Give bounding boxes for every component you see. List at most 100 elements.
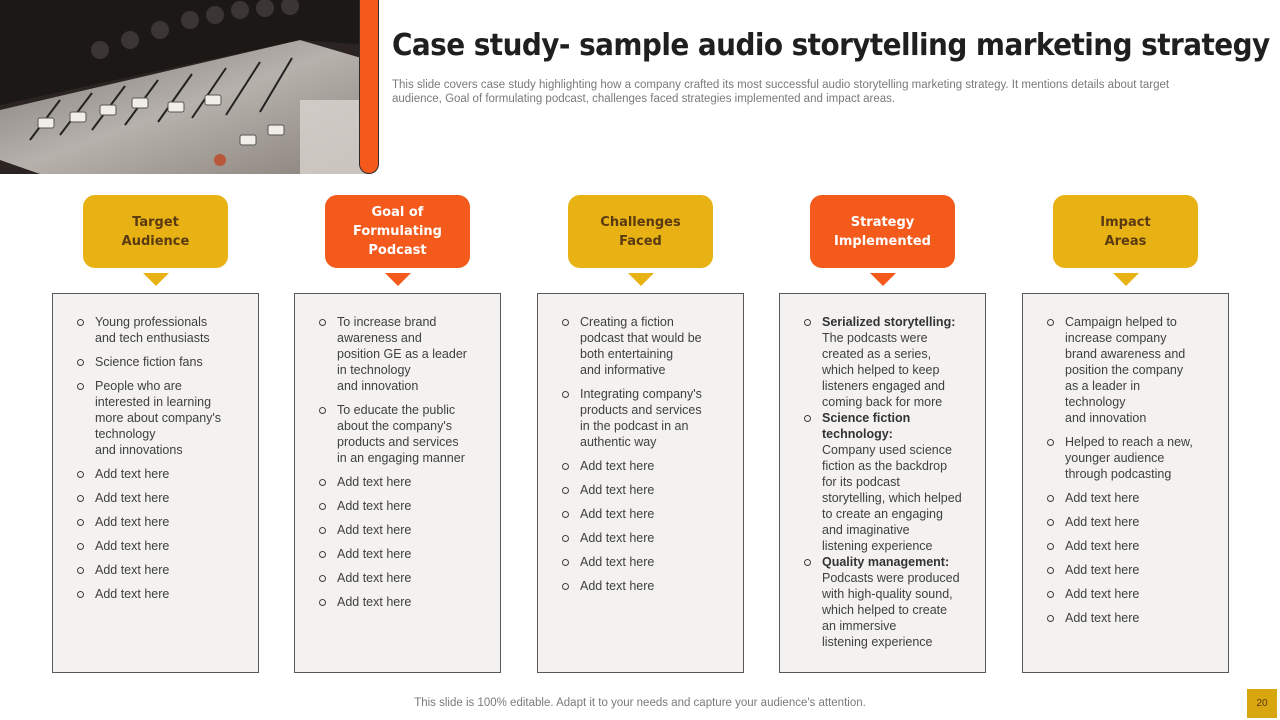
list-item: Add text here <box>77 562 244 578</box>
list-item: To increase brand awareness and position… <box>319 314 486 394</box>
slide-title: Case study- sample audio storytelling ma… <box>392 28 1270 63</box>
list-item-text: People who are interested in learning mo… <box>95 379 222 457</box>
page-number: 20 <box>1247 689 1277 718</box>
list-item-text: Add text here <box>95 515 170 529</box>
list-item-text: Science fiction fans <box>95 355 203 369</box>
list-item: Add text here <box>562 506 729 522</box>
list-item: Add text here <box>77 538 244 554</box>
list-item-text: Add text here <box>1065 563 1140 577</box>
list-item: Add text here <box>319 570 486 586</box>
list-item: Add text here <box>77 586 244 602</box>
list-item: Add text here <box>77 466 244 482</box>
list-item: Add text here <box>562 578 729 594</box>
list-item: Science fiction technology: Company used… <box>804 410 971 554</box>
content-box: Creating a fiction podcast that would be… <box>537 293 744 673</box>
header-pointer-icon <box>627 273 654 286</box>
accent-bar <box>359 0 379 174</box>
list-item: Add text here <box>1047 610 1214 626</box>
list-item: To educate the public about the company'… <box>319 402 486 466</box>
list-item: Serialized storytelling: The podcasts we… <box>804 314 971 410</box>
list-item-text: Campaign helped to increase company bran… <box>1065 315 1186 425</box>
list-item-text: Add text here <box>580 531 655 545</box>
header-pointer-icon <box>869 273 896 286</box>
content-box: Young professionals and tech enthusiasts… <box>52 293 259 673</box>
list-item-text: Add text here <box>95 491 170 505</box>
list-item-text: Add text here <box>580 579 655 593</box>
mixer-illustration <box>0 0 368 174</box>
slide-subtitle: This slide covers case study highlightin… <box>392 79 1170 105</box>
list-item: Add text here <box>1047 514 1214 530</box>
list-item: Add text here <box>1047 562 1214 578</box>
list-item: Creating a fiction podcast that would be… <box>562 314 729 378</box>
list-item-text: Add text here <box>95 539 170 553</box>
list-item-text: Creating a fiction podcast that would be… <box>580 315 702 377</box>
list-item-text: Add text here <box>580 555 655 569</box>
list-item-text: Add text here <box>580 459 655 473</box>
list-item-text: Add text here <box>95 563 170 577</box>
list-item-text: Add text here <box>580 507 655 521</box>
list-item: Add text here <box>319 594 486 610</box>
column-2: Goal of Formulating Podcast To increase b… <box>294 195 501 673</box>
list-item: Add text here <box>562 482 729 498</box>
header-pointer-icon <box>384 273 411 286</box>
list-item: Quality management: Podcasts were produc… <box>804 554 971 650</box>
list-item: Add text here <box>77 514 244 530</box>
list-item: Add text here <box>319 498 486 514</box>
list-item-text: Podcasts were produced with high-quality… <box>822 571 960 649</box>
list-item: Helped to reach a new, younger audience … <box>1047 434 1214 482</box>
list-item: Add text here <box>77 490 244 506</box>
column-header: Goal of Formulating Podcast <box>325 195 470 268</box>
list-item-text: Add text here <box>337 523 412 537</box>
column-header: Strategy Implemented <box>810 195 955 268</box>
list-item: Add text here <box>562 554 729 570</box>
list-item: Add text here <box>319 474 486 490</box>
list-item-text: Add text here <box>1065 539 1140 553</box>
list-item-text: Helped to reach a new, younger audience … <box>1065 435 1193 481</box>
list-item-label: Quality management: <box>822 555 950 569</box>
header-pointer-icon <box>1112 273 1139 286</box>
column-header: Impact Areas <box>1053 195 1198 268</box>
list-item-text: Add text here <box>337 571 412 585</box>
list-item-text: Young professionals and tech enthusiasts <box>95 315 210 345</box>
audio-mixer-photo <box>0 0 368 174</box>
content-box: To increase brand awareness and position… <box>294 293 501 673</box>
list-item-text: Company used science fiction as the back… <box>822 443 962 553</box>
list-item-text: Add text here <box>1065 611 1140 625</box>
list-item: People who are interested in learning mo… <box>77 378 244 458</box>
content-box: Serialized storytelling: The podcasts we… <box>779 293 986 673</box>
list-item-label: Science fiction technology: <box>822 411 911 441</box>
list-item-text: Integrating company's products and servi… <box>580 387 702 449</box>
list-item-text: Add text here <box>1065 587 1140 601</box>
column-header: Challenges Faced <box>568 195 713 268</box>
footer-note: This slide is 100% editable. Adapt it to… <box>414 697 866 709</box>
header-pointer-icon <box>142 273 169 286</box>
list-item: Add text here <box>1047 538 1214 554</box>
list-item-text: Add text here <box>95 467 170 481</box>
list-item: Add text here <box>1047 490 1214 506</box>
list-item-text: Add text here <box>580 483 655 497</box>
list-item-text: Add text here <box>337 499 412 513</box>
list-item-text: Add text here <box>95 587 170 601</box>
column-header: Target Audience <box>83 195 228 268</box>
list-item: Young professionals and tech enthusiasts <box>77 314 244 346</box>
list-item: Add text here <box>1047 586 1214 602</box>
list-item-text: Add text here <box>337 547 412 561</box>
list-item-text: Add text here <box>337 475 412 489</box>
list-item: Add text here <box>562 530 729 546</box>
list-item-label: Serialized storytelling: <box>822 315 956 329</box>
list-item-text: Add text here <box>1065 515 1140 529</box>
list-item-text: Add text here <box>1065 491 1140 505</box>
list-item-text: To increase brand awareness and position… <box>337 315 467 393</box>
list-item-text: Add text here <box>337 595 412 609</box>
list-item: Add text here <box>562 458 729 474</box>
list-item: Add text here <box>319 546 486 562</box>
list-item: Campaign helped to increase company bran… <box>1047 314 1214 426</box>
list-item: Integrating company's products and servi… <box>562 386 729 450</box>
content-box: Campaign helped to increase company bran… <box>1022 293 1229 673</box>
list-item-text: The podcasts were created as a series, w… <box>822 331 946 409</box>
list-item: Add text here <box>319 522 486 538</box>
